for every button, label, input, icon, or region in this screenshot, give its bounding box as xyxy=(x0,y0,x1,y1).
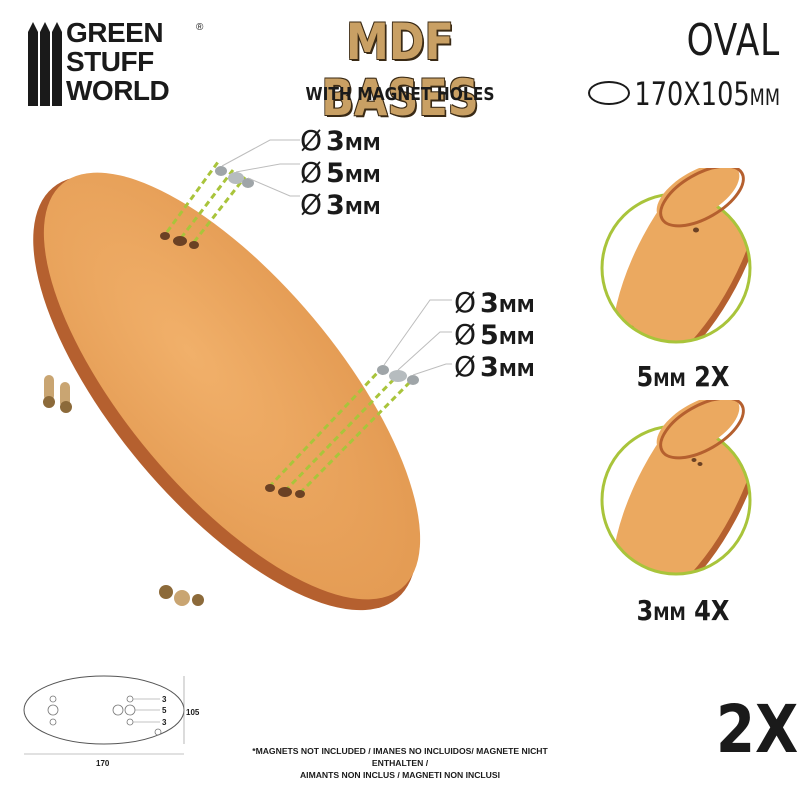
hole-unit: MM xyxy=(344,198,381,219)
product-title: MDF BASES xyxy=(321,13,479,127)
mdf-base xyxy=(33,172,421,611)
variant-5mm-detail xyxy=(600,168,752,344)
variant-count: 2X xyxy=(694,360,730,393)
hole-unit: MM xyxy=(344,134,381,155)
hole-size: 5 xyxy=(480,320,499,351)
brand-line-1: GREEN xyxy=(66,17,164,48)
diameter-icon: Ø xyxy=(454,318,477,351)
hole-size: 5 xyxy=(326,158,345,189)
product-subtitle: WITH MAGNET HOLES xyxy=(305,84,495,105)
schematic-width: 170 xyxy=(96,759,110,768)
size-value: 170X105 xyxy=(634,75,750,113)
hole-3mm-detail xyxy=(691,458,697,462)
shape-name: OVAL xyxy=(686,15,780,66)
side-magnet-left xyxy=(43,375,72,413)
diameter-icon: Ø xyxy=(300,156,323,189)
disclaimer-line-1: *MAGNETS NOT INCLUDED / IMANES NO INCLUI… xyxy=(252,746,548,768)
brand-logo-icon xyxy=(28,22,62,106)
hole-5mm-detail xyxy=(693,227,699,233)
variant-unit: MM xyxy=(653,369,686,391)
magnet-group-top xyxy=(160,139,300,249)
brand-logo: GREEN STUFF WORLD ® xyxy=(26,17,203,114)
size-text: 170X105MM xyxy=(634,76,780,117)
variant-label-2: 3MM 4X xyxy=(601,594,764,627)
size-row: 170X105MM xyxy=(588,76,780,112)
registered-mark: ® xyxy=(196,22,204,33)
mdf-base-illustration xyxy=(33,139,452,611)
diameter-icon: Ø xyxy=(300,124,323,157)
magnet-group-bottom xyxy=(265,299,452,498)
brand-name: GREEN STUFF WORLD xyxy=(66,17,170,106)
hole-unit: MM xyxy=(498,296,535,317)
hole-size: 3 xyxy=(480,288,499,319)
hole-unit: MM xyxy=(344,166,381,187)
diameter-icon: Ø xyxy=(454,286,477,319)
hole-size: 3 xyxy=(480,352,499,383)
variant-label-1: 5MM 2X xyxy=(601,360,764,393)
pack-quantity: 2X xyxy=(716,691,799,768)
magnet-disclaimer: *MAGNETS NOT INCLUDED / IMANES NO INCLUI… xyxy=(240,745,560,781)
disclaimer-line-2: AIMANTS NON INCLUS / MAGNETI NON INCLUSI xyxy=(299,770,501,780)
variant-count: 4X xyxy=(694,594,730,627)
hole-unit: MM xyxy=(498,328,535,349)
hole-unit: MM xyxy=(498,360,535,381)
hole-3mm-b xyxy=(189,241,199,249)
variant-3mm-detail xyxy=(600,400,752,576)
schematic-hole-bottom: 3 xyxy=(162,718,167,727)
hole-3mm-a xyxy=(160,232,170,240)
schematic-height: 105 xyxy=(186,708,200,717)
brand-line-2: STUFF xyxy=(66,46,154,77)
diameter-icon: Ø xyxy=(300,188,323,221)
brand-line-3: WORLD xyxy=(66,75,170,106)
side-magnet-bottom xyxy=(159,585,204,606)
variant-size: 5 xyxy=(636,360,654,393)
schematic-hole-mid: 5 xyxy=(162,706,167,715)
schematic-hole-top: 3 xyxy=(162,695,167,704)
hole-size: 3 xyxy=(326,190,345,221)
size-unit: MM xyxy=(749,86,780,111)
hole-5mm xyxy=(173,236,187,246)
variant-size: 3 xyxy=(636,594,654,627)
oval-shape-icon xyxy=(588,81,630,105)
variant-unit: MM xyxy=(653,603,686,625)
diameter-icon: Ø xyxy=(454,350,477,383)
hole-size: 3 xyxy=(326,126,345,157)
technical-schematic: 3 5 3 105 170 xyxy=(23,675,200,768)
